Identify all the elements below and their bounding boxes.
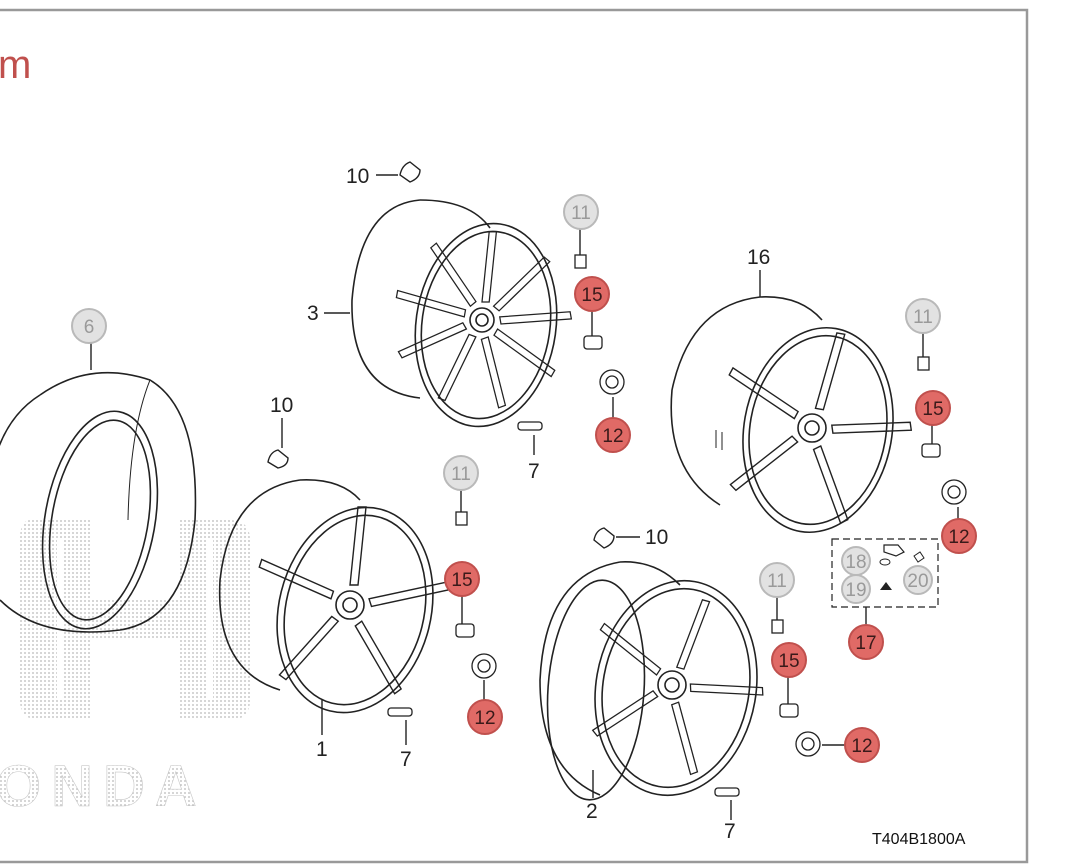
callout-11: 11 [563, 194, 599, 230]
callout-number: 11 [451, 464, 471, 485]
part-label: 10 [346, 165, 369, 188]
valve-stem-icons [387, 421, 740, 797]
part-label: 7 [528, 460, 540, 483]
part-label: 2 [586, 800, 598, 823]
callout-bubble [443, 455, 479, 491]
callout-6: 6 [71, 308, 107, 344]
callout-bubble [905, 298, 941, 334]
part-label: 7 [400, 748, 412, 771]
page-title: m [0, 43, 31, 87]
callout-number: 6 [84, 317, 95, 338]
part-label: 10 [270, 394, 293, 417]
callout-12: 12 [595, 417, 631, 453]
callout-20: 20 [903, 565, 933, 595]
part-label: 10 [645, 526, 668, 549]
tire-illustration [0, 371, 197, 633]
callout-15: 15 [574, 276, 610, 312]
callout-number: 11 [571, 203, 591, 224]
callout-number: 18 [845, 552, 866, 573]
watermark-wordmark: ONDA [0, 754, 207, 819]
callout-bubble [903, 565, 933, 595]
callout-number: 20 [907, 571, 928, 592]
callout-number: 15 [581, 285, 602, 306]
balance-weight-icons [267, 161, 615, 549]
part-label: 3 [307, 302, 319, 325]
callout-bubble [71, 308, 107, 344]
callout-15: 15 [771, 642, 807, 678]
tpms-group-box [831, 538, 939, 608]
callout-bubble [563, 194, 599, 230]
part-labels: 10 3 10 7 16 1 7 10 2 7 [270, 165, 770, 843]
callout-number: 17 [855, 633, 876, 654]
callout-bubble [844, 727, 880, 763]
callout-number: 15 [778, 651, 799, 672]
callout-bubble [848, 624, 884, 660]
callout-number: 15 [451, 570, 472, 591]
callout-bubble [444, 561, 480, 597]
wheel-2-illustration [539, 561, 764, 801]
callout-number: 12 [602, 426, 623, 447]
part-label: 7 [724, 820, 736, 843]
callout-bubble [771, 642, 807, 678]
callout-bubble [595, 417, 631, 453]
part-label: 16 [747, 246, 770, 269]
callout-number: 12 [851, 736, 872, 757]
wheel-3-illustration [351, 199, 573, 428]
lug-nut-icons [455, 335, 941, 718]
callout-11: 11 [905, 298, 941, 334]
callout-19: 19 [841, 574, 871, 604]
honda-watermark-logo: ONDA [0, 520, 250, 819]
callout-number: 12 [474, 708, 495, 729]
callout-12: 12 [844, 727, 880, 763]
callout-bubble [841, 574, 871, 604]
callout-11: 11 [443, 455, 479, 491]
diagram-border [0, 8, 1029, 864]
callout-number: 12 [948, 527, 969, 548]
callout-18: 18 [841, 546, 871, 576]
callout-bubble [941, 518, 977, 554]
callout-bubble [759, 562, 795, 598]
leader-lines [90, 174, 959, 820]
callout-15: 15 [915, 390, 951, 426]
part-label: 1 [316, 738, 328, 761]
callout-bubble [574, 276, 610, 312]
center-cap-icons [471, 369, 967, 757]
callout-12: 12 [941, 518, 977, 554]
callout-number: 11 [913, 307, 933, 328]
callout-bubble [467, 699, 503, 735]
callout-15: 15 [444, 561, 480, 597]
callout-12: 12 [467, 699, 503, 735]
wheel-1-illustration [218, 479, 449, 714]
callout-11: 11 [759, 562, 795, 598]
callout-number: 19 [845, 580, 866, 601]
wheel-16-illustration [670, 296, 913, 534]
callout-number: 15 [922, 399, 943, 420]
callout-number: 11 [767, 571, 787, 592]
diagram-code: T404B1800A [872, 831, 966, 848]
callout-bubble [915, 390, 951, 426]
callout-17: 17 [848, 624, 884, 660]
